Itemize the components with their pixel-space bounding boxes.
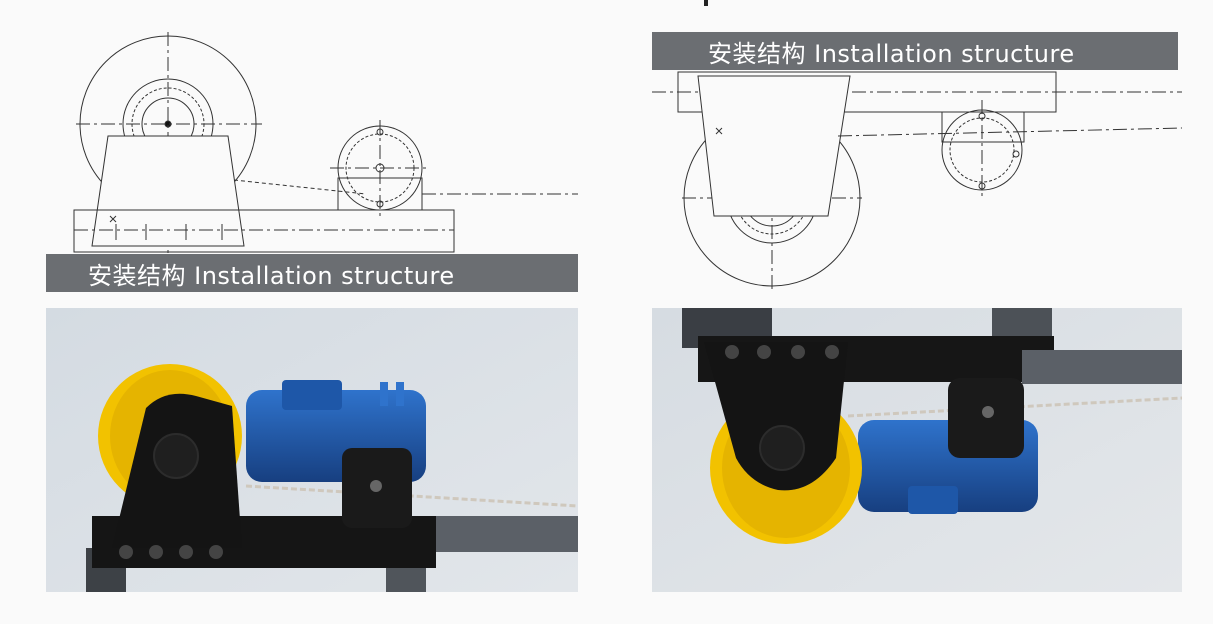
installation-structure-banner-right: 安装结构 Installation structure [652,32,1178,70]
photo-hanging-wheel [652,308,1182,592]
installation-structure-banner-left: 安装结构 Installation structure [46,254,578,292]
photo-floor-mounted-wheel [46,308,578,592]
drawing-floor-mounted [46,28,578,258]
drawing-hanging [652,70,1182,292]
top-marker [704,0,708,6]
